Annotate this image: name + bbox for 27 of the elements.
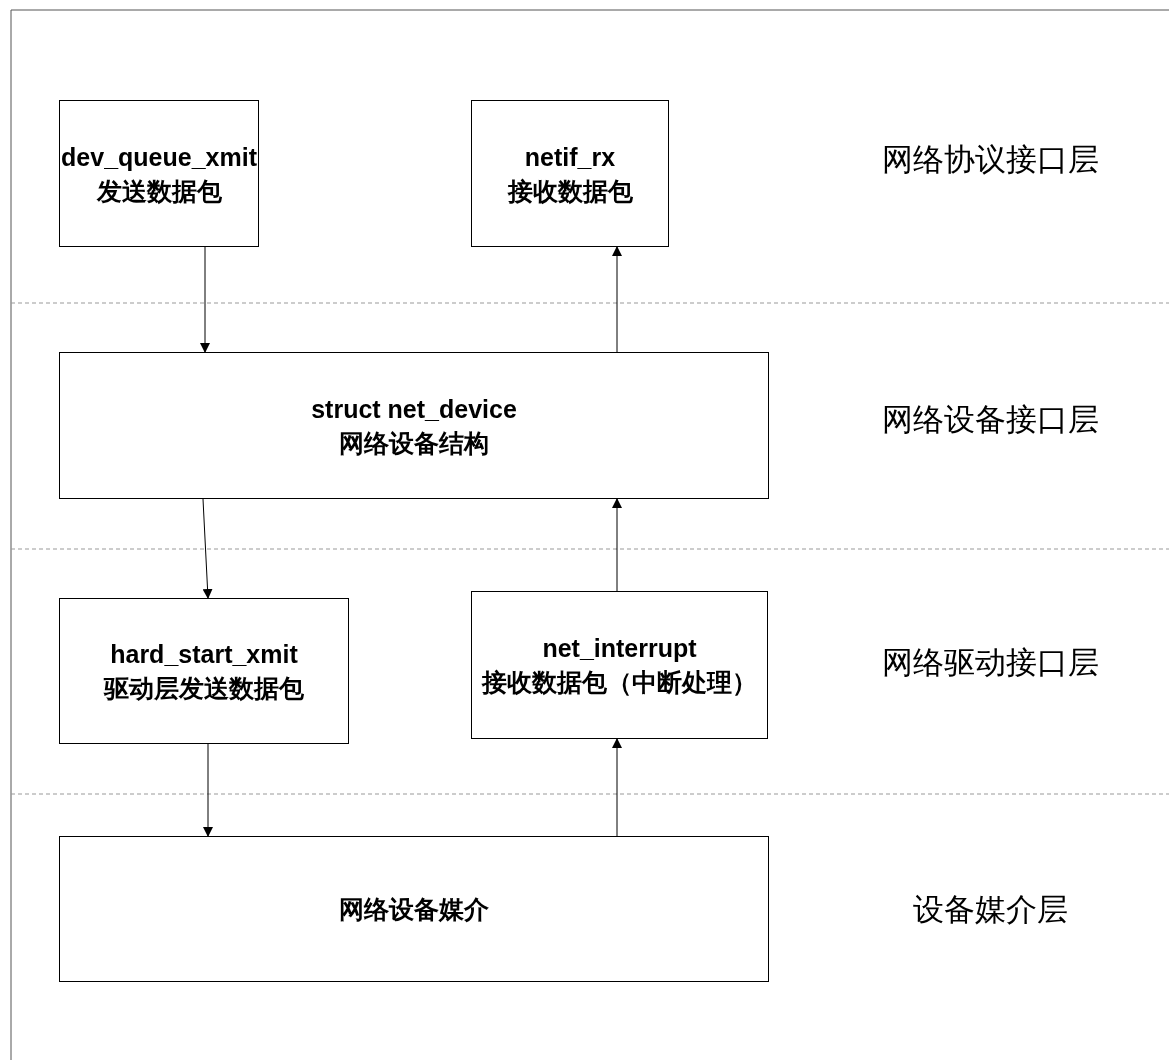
arrow (612, 498, 622, 592)
description-text: 接收数据包（中断处理） (482, 667, 757, 698)
layer-label: 网络协议接口层 (881, 141, 1099, 179)
process-box (59, 352, 769, 499)
arrow (202, 498, 213, 599)
process-box (59, 100, 259, 247)
description-text: 驱动层发送数据包 (104, 673, 304, 704)
description-text: 网络设备结构 (339, 427, 489, 459)
function-name: net_interrupt (542, 633, 697, 664)
process-box (471, 591, 768, 739)
function-name: struct net_device (311, 393, 517, 425)
layer-label: 设备媒介层 (912, 891, 1068, 929)
description-text: 接收数据包 (507, 175, 633, 207)
process-box (59, 598, 349, 744)
process-box (59, 836, 769, 982)
arrow (612, 738, 622, 837)
layer-label: 网络驱动接口层 (881, 644, 1099, 682)
arrow (200, 246, 210, 353)
description-text: 网络设备媒介 (339, 894, 489, 925)
function-name: hard_start_xmit (110, 639, 298, 670)
function-name: dev_queue_xmit (61, 141, 257, 173)
arrow (203, 743, 213, 837)
function-name: netif_rx (524, 141, 616, 173)
process-box (471, 100, 669, 247)
arrow (612, 246, 622, 353)
description-text: 发送数据包 (96, 175, 222, 207)
layer-label: 网络设备接口层 (881, 401, 1099, 439)
